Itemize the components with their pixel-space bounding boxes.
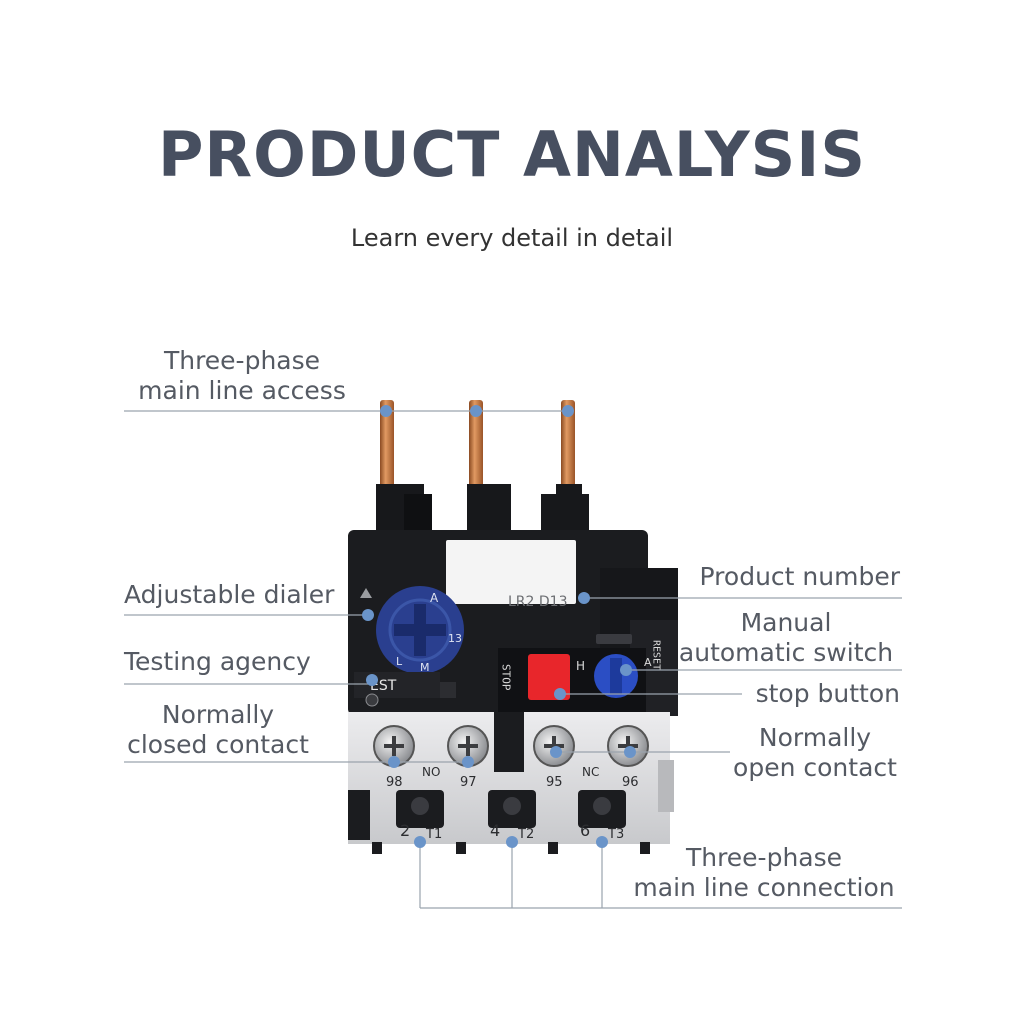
dot-96 xyxy=(624,746,636,758)
dot-pin-1 xyxy=(380,405,392,417)
page-title: PRODUCT ANALYSIS xyxy=(157,118,867,191)
dot-t2 xyxy=(506,836,518,848)
label-stop-button: stop button xyxy=(755,679,900,708)
marker-dots xyxy=(362,405,636,848)
svg-text:T3: T3 xyxy=(607,827,624,842)
product-label-plate xyxy=(446,540,576,604)
dot-product-number xyxy=(578,592,590,604)
dot-stop xyxy=(554,688,566,700)
copper-pins xyxy=(380,400,575,510)
stop-text: STOP xyxy=(500,664,513,691)
label-normally-closed: Normally closed contact xyxy=(127,700,309,759)
dot-pin-2 xyxy=(470,405,482,417)
svg-text:96: 96 xyxy=(622,775,639,790)
svg-text:4: 4 xyxy=(490,821,500,840)
label-three-phase-connection: Three-phase main line connection xyxy=(633,843,895,902)
svg-text:95: 95 xyxy=(546,775,563,790)
copper-pin-3 xyxy=(561,400,575,510)
leader-lines xyxy=(124,410,902,909)
dot-t1 xyxy=(414,836,426,848)
adjustable-dialer[interactable]: A 13 L M xyxy=(376,586,464,674)
svg-text:2: 2 xyxy=(400,821,410,840)
dot-pin-3 xyxy=(562,405,574,417)
svg-text:NO: NO xyxy=(422,765,440,779)
svg-text:6: 6 xyxy=(580,821,590,840)
svg-text:T1: T1 xyxy=(425,827,442,842)
svg-text:T2: T2 xyxy=(517,827,534,842)
svg-text:97: 97 xyxy=(460,775,477,790)
dot-testing xyxy=(366,674,378,686)
label-adjustable-dialer: Adjustable dialer xyxy=(124,580,335,609)
svg-text:M: M xyxy=(420,661,430,674)
dot-98 xyxy=(388,756,400,768)
dot-t3 xyxy=(596,836,608,848)
label-manual-switch: Manual automatic switch xyxy=(678,608,894,667)
dot-manual-switch xyxy=(620,664,632,676)
copper-pin-1 xyxy=(380,400,394,510)
svg-text:A: A xyxy=(430,591,439,605)
dot-95 xyxy=(550,746,562,758)
svg-text:L: L xyxy=(396,655,403,668)
label-testing-agency: Testing agency xyxy=(124,647,311,676)
dot-dialer xyxy=(362,609,374,621)
model-text: LR2 D13 xyxy=(508,594,567,610)
reset-text: RESET xyxy=(651,640,662,670)
svg-text:A: A xyxy=(644,656,652,669)
svg-text:13: 13 xyxy=(448,632,462,645)
svg-text:NC: NC xyxy=(582,765,599,779)
page-subtitle: Learn every detail in detail xyxy=(350,224,674,252)
label-product-number: Product number xyxy=(699,562,900,591)
terminal-block: 98 NO 97 95 NC 96 2 T1 4 T2 6 T3 xyxy=(348,712,674,854)
dot-97 xyxy=(462,756,474,768)
triangle-mark xyxy=(360,588,372,598)
label-normally-open: Normally open contact xyxy=(733,723,897,782)
svg-text:H: H xyxy=(576,659,585,673)
svg-text:98: 98 xyxy=(386,775,403,790)
label-three-phase-access: Three-phase main line access xyxy=(138,346,346,405)
copper-pin-2 xyxy=(469,400,483,510)
